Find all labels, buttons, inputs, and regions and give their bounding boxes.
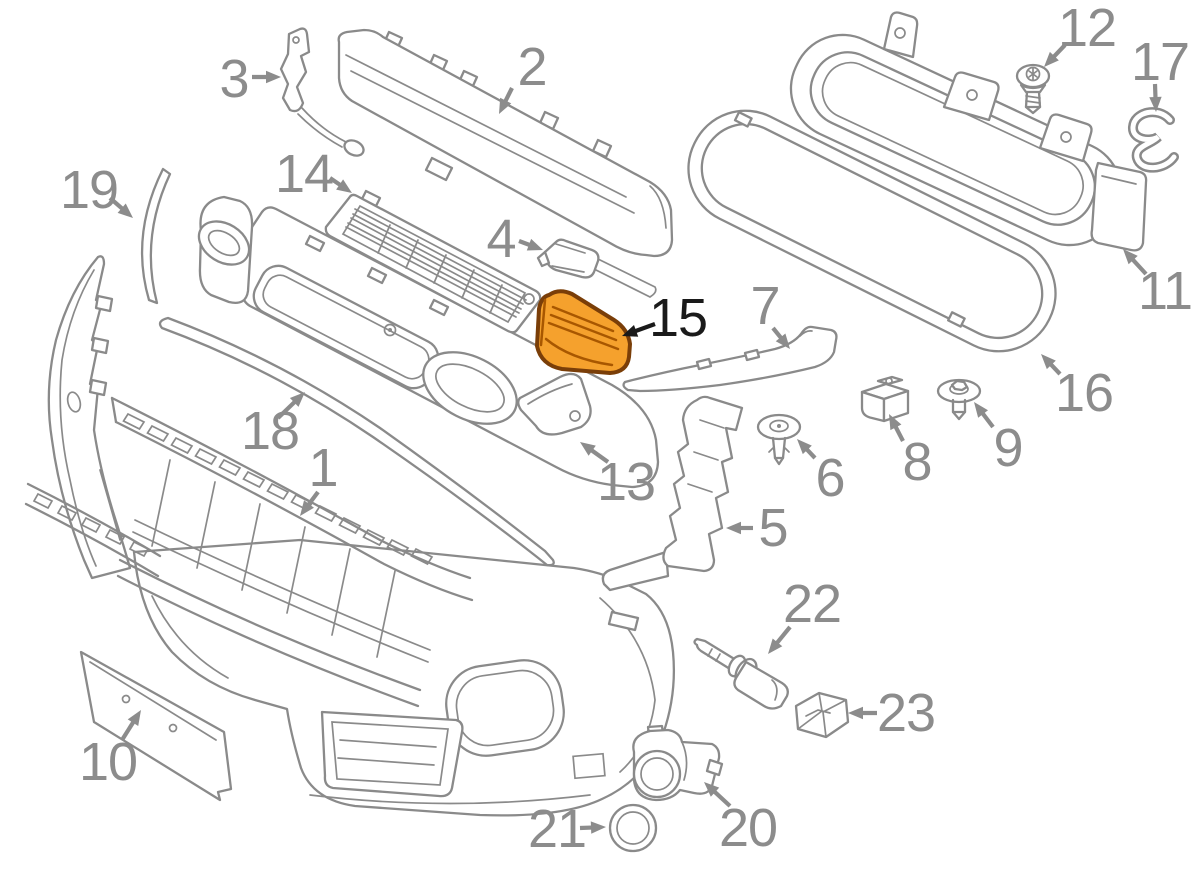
part-callout-10[interactable]: 10 [79, 710, 141, 792]
part-label-16[interactable]: 16 [1055, 363, 1114, 423]
part-label-21[interactable]: 21 [528, 799, 587, 859]
arrow-head-18 [289, 392, 305, 407]
arrow-line-20 [710, 787, 732, 808]
part-label-13[interactable]: 13 [597, 452, 656, 512]
arrow-head-9 [974, 402, 989, 418]
arrow-head-12 [1044, 51, 1059, 67]
part-callout-8[interactable]: 8 [889, 414, 933, 492]
part-label-6[interactable]: 6 [815, 448, 845, 508]
arrow-head-16 [1041, 354, 1056, 370]
side-panel-shape [47, 255, 132, 580]
part-17-shape[interactable] [1128, 107, 1179, 173]
part-3-shape[interactable] [279, 27, 366, 159]
part-callout-19[interactable]: 19 [60, 160, 133, 220]
part-label-9[interactable]: 9 [993, 418, 1023, 478]
part-callout-3[interactable]: 3 [219, 49, 281, 109]
part-callout-11[interactable]: 11 [1123, 249, 1193, 321]
part-19-shape[interactable] [140, 167, 172, 305]
part-label-19[interactable]: 19 [60, 160, 119, 220]
part-label-12[interactable]: 12 [1058, 0, 1117, 58]
part-callout-17[interactable]: 17 [1131, 32, 1190, 112]
part-label-23[interactable]: 23 [877, 683, 936, 743]
arrow-head-22 [768, 638, 783, 654]
part-7-shape[interactable] [622, 325, 838, 393]
part-callout-15[interactable]: 15 [622, 288, 708, 348]
arrow-line-10 [120, 718, 137, 742]
arrow-head-11 [1123, 249, 1138, 265]
part-callout-4[interactable]: 4 [486, 209, 543, 269]
part-label-7[interactable]: 7 [750, 276, 780, 336]
part-16-shape[interactable] [669, 92, 1074, 371]
part-callout-9[interactable]: 9 [974, 402, 1024, 478]
arrow-head-21 [590, 821, 606, 834]
part-8-shape[interactable] [860, 375, 910, 423]
arrow-head-13 [580, 442, 596, 456]
part-21-shape[interactable] [608, 803, 658, 853]
bumper-cover-shape [132, 538, 676, 817]
arrow-head-2 [499, 97, 512, 114]
part-label-2[interactable]: 2 [517, 37, 547, 97]
part-2-shape[interactable] [337, 28, 674, 258]
part-22-shape[interactable] [693, 637, 789, 710]
arrow-head-4 [526, 238, 543, 251]
arrow-head-14 [336, 179, 352, 193]
part-callout-2[interactable]: 2 [499, 37, 548, 114]
part-label-4[interactable]: 4 [486, 209, 516, 269]
part-callout-22[interactable]: 22 [768, 574, 842, 654]
part-18-shape[interactable] [158, 316, 555, 567]
part-callout-7[interactable]: 7 [750, 276, 790, 349]
arrow-head-8 [889, 414, 902, 431]
part-23-shape[interactable] [794, 691, 850, 739]
arrow-head-17 [1149, 96, 1162, 112]
part-9-shape[interactable] [936, 378, 982, 421]
part-callout-14[interactable]: 14 [275, 144, 352, 204]
part-label-20[interactable]: 20 [719, 798, 778, 858]
arrow-head-5 [726, 521, 741, 535]
part-label-3[interactable]: 3 [219, 49, 249, 109]
part-1-shape[interactable] [24, 396, 474, 708]
part-callout-6[interactable]: 6 [797, 439, 846, 508]
part-15-shape[interactable] [535, 289, 632, 375]
part-13-shape[interactable] [517, 372, 592, 436]
part-callout-20[interactable]: 20 [704, 782, 778, 858]
arrow-head-3 [266, 70, 281, 84]
part-label-10[interactable]: 10 [79, 732, 138, 792]
part-label-18[interactable]: 18 [241, 401, 300, 461]
part-callout-5[interactable]: 5 [726, 498, 789, 558]
part-label-15[interactable]: 15 [649, 288, 708, 348]
part-label-1[interactable]: 1 [308, 438, 338, 498]
part-label-8[interactable]: 8 [902, 432, 932, 492]
part-14-shape[interactable] [324, 189, 542, 334]
part-callout-12[interactable]: 12 [1044, 0, 1117, 67]
part-label-14[interactable]: 14 [275, 144, 334, 204]
part-callout-21[interactable]: 21 [528, 799, 606, 859]
part-6-shape[interactable] [756, 413, 802, 466]
part-callout-18[interactable]: 18 [241, 392, 305, 461]
arrow-head-15 [622, 325, 639, 337]
arrow-head-1 [300, 500, 314, 516]
part-4-shape[interactable] [536, 238, 657, 298]
arrow-head-20 [704, 782, 720, 797]
arrow-head-10 [127, 710, 141, 726]
part-callout-23[interactable]: 23 [848, 683, 936, 743]
part-label-11[interactable]: 11 [1138, 261, 1193, 321]
arrow-line-15 [631, 322, 656, 335]
part-label-5[interactable]: 5 [758, 498, 788, 558]
arrow-line-18 [276, 398, 299, 420]
arrow-head-23 [848, 706, 863, 720]
part-11-shape[interactable] [775, 11, 1148, 262]
part-10-shape[interactable] [79, 650, 233, 802]
arrow-head-19 [117, 203, 133, 218]
part-label-22[interactable]: 22 [783, 574, 842, 634]
part-callout-13[interactable]: 13 [580, 442, 656, 512]
part-20-shape[interactable] [632, 724, 724, 802]
part-callout-16[interactable]: 16 [1041, 354, 1114, 423]
part-label-17[interactable]: 17 [1131, 32, 1190, 92]
arrow-head-7 [775, 333, 790, 349]
part-12-shape[interactable] [1015, 63, 1051, 115]
arrow-head-6 [797, 439, 812, 455]
part-5-shape[interactable] [601, 395, 744, 592]
part-callout-1[interactable]: 1 [300, 438, 339, 516]
